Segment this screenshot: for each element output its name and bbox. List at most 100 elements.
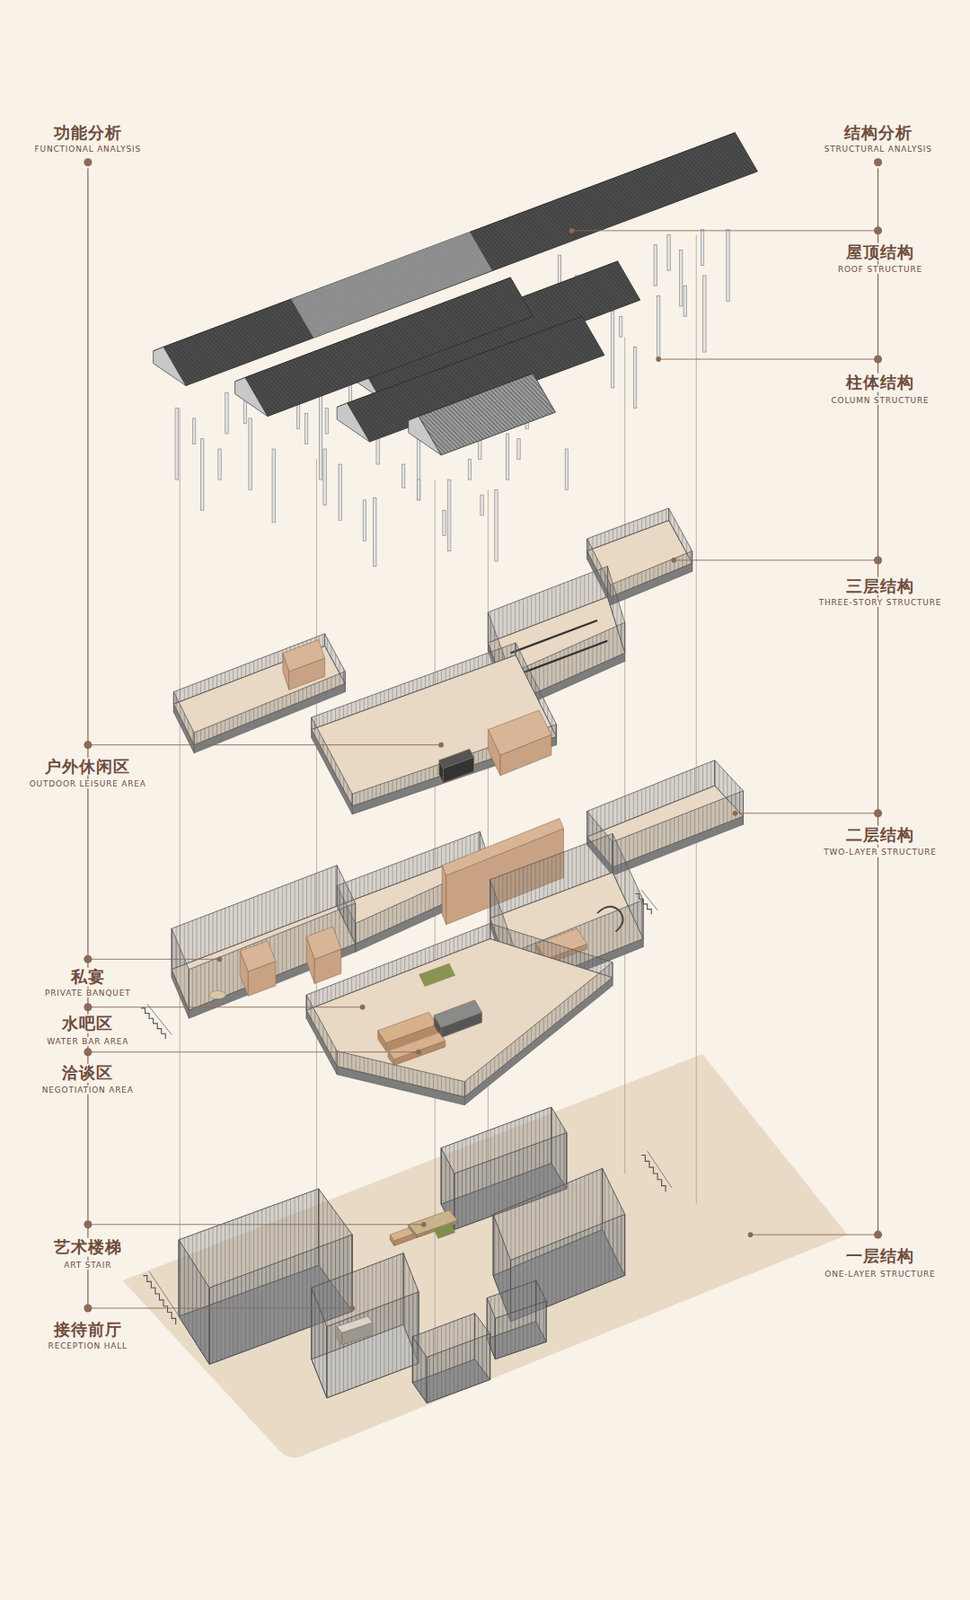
solid-top [439, 749, 475, 769]
leader-end-dot [670, 557, 677, 564]
leader-dot [873, 809, 882, 818]
column [325, 408, 328, 434]
column [703, 275, 706, 353]
solid-top [487, 710, 551, 756]
column [700, 229, 704, 266]
column [373, 498, 377, 567]
solid-top [306, 926, 342, 960]
label-english: PRIVATE BANQUET [41, 988, 134, 998]
leader-dot [873, 1231, 882, 1240]
label-english: FUNCTIONAL ANALYSIS [31, 144, 145, 154]
leader-dot [83, 1003, 92, 1012]
glass-wall [426, 1333, 490, 1403]
column [517, 439, 521, 460]
glass-wall [412, 1337, 427, 1404]
label-chinese: 一层结构 [842, 1247, 918, 1267]
leader-end-dot [421, 1222, 427, 1228]
column [480, 494, 484, 516]
leader-dot [873, 158, 882, 167]
column [653, 245, 657, 286]
leader-line [88, 1051, 419, 1053]
leader-dot [873, 226, 882, 235]
stair [142, 1276, 176, 1326]
leader-dot [83, 955, 92, 964]
glass-railing [612, 791, 743, 868]
glass-wall [494, 1301, 547, 1360]
column [478, 439, 482, 460]
glass-railing [464, 962, 613, 1098]
leader-line [88, 744, 441, 746]
mullions [306, 924, 491, 1012]
column [218, 449, 221, 480]
mullions [311, 643, 516, 731]
roof-front-slope [163, 132, 758, 387]
column [248, 418, 252, 491]
label-chinese: 水吧区 [58, 1014, 117, 1034]
label-english: RECEPTION HALL [44, 1341, 132, 1351]
column [338, 464, 342, 521]
column [679, 249, 682, 307]
leader-line [88, 1224, 424, 1226]
solid-top [239, 941, 276, 972]
mullions [464, 962, 613, 1098]
stair-rail [149, 1271, 182, 1322]
leader-end-dot [217, 956, 223, 962]
leader-end-dot [732, 811, 739, 817]
column [656, 296, 660, 358]
label-chinese: 艺术楼梯 [50, 1238, 126, 1258]
plumb-line [179, 408, 181, 1271]
leader-line [734, 812, 878, 814]
leader-dot [83, 740, 92, 750]
mullions [426, 1333, 490, 1403]
bar-rail [520, 641, 609, 674]
label-chinese: 私宴 [67, 968, 109, 988]
stair-rail [641, 890, 658, 911]
glass-railing [306, 924, 491, 1012]
column [448, 479, 451, 552]
column [467, 458, 471, 480]
column [401, 464, 405, 488]
plumb-line [624, 336, 626, 1174]
glass-railing [311, 643, 516, 731]
leader-end-dot [349, 1305, 355, 1312]
label-english: OUTDOOR LEISURE AREA [26, 779, 150, 789]
leader-end-dot [360, 1005, 366, 1011]
roof-gable [153, 346, 186, 386]
column [200, 439, 203, 512]
leader-dot [83, 1304, 92, 1313]
label-english: ROOF STRUCTURE [834, 264, 926, 274]
leader-line [572, 229, 879, 231]
label-chinese: 结构分析 [840, 123, 917, 142]
column [272, 449, 275, 523]
label-chinese: 柱体结构 [842, 373, 918, 393]
mullions [494, 1301, 547, 1360]
mullions [490, 924, 613, 979]
leader-line [88, 1006, 363, 1008]
label-chinese: 二层结构 [842, 826, 918, 846]
glass-railing [311, 717, 353, 807]
label-english: COLUMN STRUCTURE [827, 395, 933, 405]
mullions [311, 1287, 327, 1399]
planter [418, 963, 456, 988]
glass-railing [587, 508, 670, 552]
leader-end-dot [415, 1049, 422, 1056]
column [362, 500, 366, 541]
mullions [306, 995, 337, 1067]
leader-line [88, 959, 221, 961]
roof-gable [408, 416, 441, 456]
label-english: THREE-STORY STRUCTURE [815, 598, 946, 608]
roof-slats [418, 373, 556, 456]
solid-top [388, 1032, 446, 1060]
stair-rail [147, 1004, 172, 1035]
label-english: TWO-LAYER STRUCTURE [820, 847, 941, 857]
column [318, 382, 322, 480]
column [610, 311, 614, 388]
mullions [487, 566, 608, 644]
column [225, 393, 229, 434]
column [564, 449, 568, 490]
glass-railing [610, 551, 693, 598]
glass-railing [171, 928, 189, 1011]
solid-top [433, 1000, 482, 1029]
bar-rail [510, 620, 598, 653]
